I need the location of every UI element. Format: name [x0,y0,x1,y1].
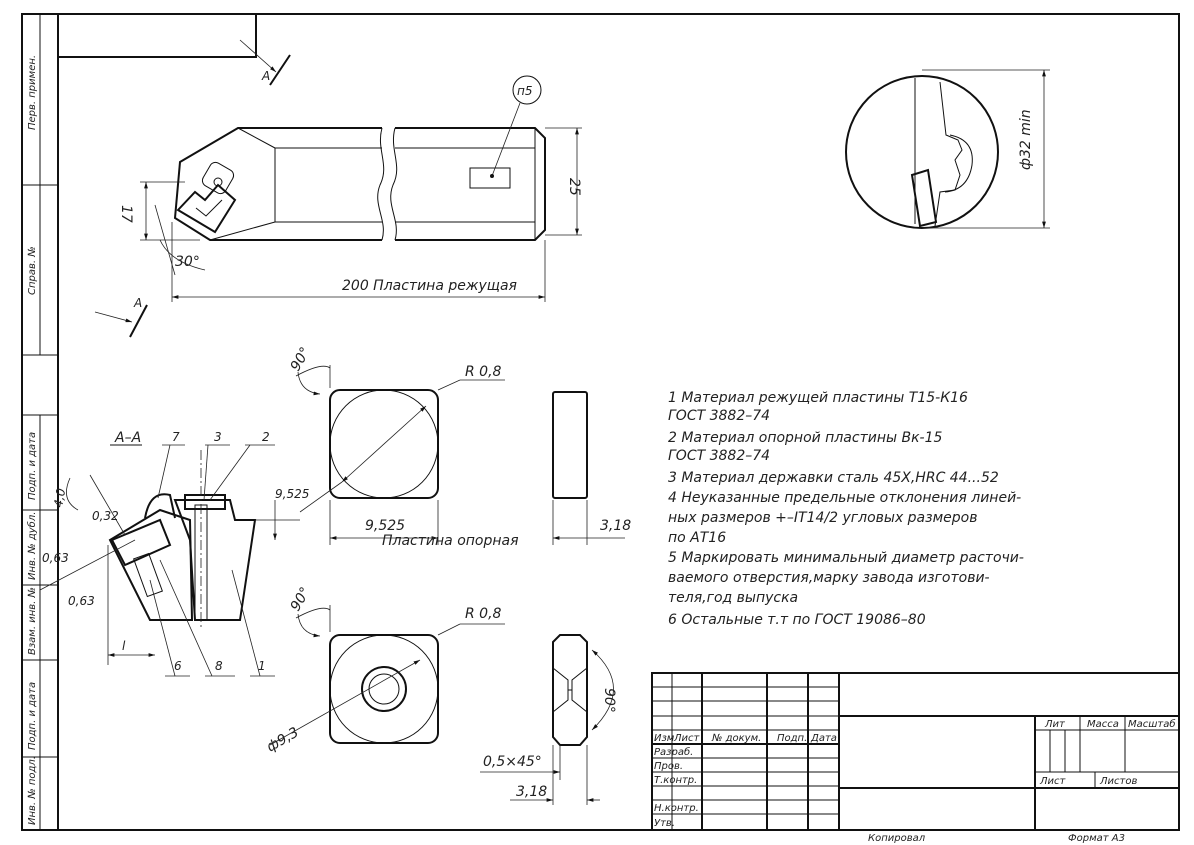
svg-text:Пластина опорная: Пластина опорная [382,533,519,549]
svg-text:2: 2 [262,430,270,444]
svg-text:Листов: Листов [1099,776,1137,787]
svg-text:6 Остальные т.т по ГОСТ 19086: 6 Остальные т.т по ГОСТ 19086–80 [668,612,926,628]
svg-text:№ докум.: № докум. [711,733,761,744]
section-view: А–А 4,0 0,32 0,63 0,63 l 9,525 7 3 2 [39,430,309,677]
svg-text:Т.контр.: Т.контр. [654,775,697,786]
side-label: Справ. № [27,246,38,295]
svg-text:Разраб.: Разраб. [654,746,693,758]
svg-text:90°: 90° [601,688,617,713]
svg-text:3: 3 [214,430,222,444]
svg-text:ГОСТ 3882–74: ГОСТ 3882–74 [668,448,770,464]
support-plate: 90° R 0,8 ф9,3 [264,584,505,755]
svg-text:по АТ16: по АТ16 [668,530,726,546]
svg-text:ГОСТ 3882–74: ГОСТ 3882–74 [668,408,770,424]
svg-text:25: 25 [566,178,582,196]
svg-text:9,525: 9,525 [275,487,309,501]
svg-text:90°: 90° [288,584,314,614]
svg-text:Лит: Лит [1044,719,1066,730]
technical-notes: 1 Материал режущей пластины Т15-К16 ГОСТ… [668,390,1024,628]
svg-text:4 Неуказанные предельные откл: 4 Неуказанные предельные отклонения лине… [668,490,1021,506]
section-arrow-top: А [239,39,291,86]
svg-text:Лист: Лист [1039,776,1067,787]
svg-text:3 Материал державки сталь 45Х: 3 Материал державки сталь 45Х,HRC 44...5… [668,470,999,486]
svg-text:п5: п5 [517,84,532,98]
insert-side: 3,18 [552,391,631,545]
svg-text:0,63: 0,63 [68,594,95,608]
svg-text:17: 17 [118,205,134,223]
svg-text:0,63: 0,63 [42,551,69,565]
support-plate-side: 90° 0,5×45° 3,18 [480,634,617,805]
svg-text:А–А: А–А [114,430,141,446]
side-strip: Перв. примен. Справ. № Подп. и дата Инв.… [22,14,58,830]
side-label: Взам. инв. № [27,587,38,655]
section-arrow-bottom: А [94,296,148,338]
svg-text:3,18: 3,18 [516,784,547,800]
svg-text:5 Маркировать минимальный диа: 5 Маркировать минимальный диаметр расточ… [668,550,1024,566]
side-label: Инв. № дубл. [26,512,38,580]
svg-text:l: l [122,639,126,653]
svg-text:3,18: 3,18 [600,518,631,534]
svg-text:теля,год выпуска: теля,год выпуска [668,590,798,606]
svg-text:7: 7 [172,430,180,444]
holder-view: п5 25 17 30° 200 Пластина режущая [118,75,582,302]
svg-text:ваемого отверстия,марку завода: ваемого отверстия,марку завода изготови- [668,570,990,586]
svg-text:9,525: 9,525 [365,518,405,534]
svg-text:Лист: Лист [673,733,701,744]
svg-text:ных размеров +–IT14/2 угловых: ных размеров +–IT14/2 угловых размеров [668,510,977,526]
svg-text:R 0,8: R 0,8 [465,606,502,622]
bore-view: ф32 min [845,69,1050,229]
svg-text:Масштаб: Масштаб [1128,718,1176,730]
svg-text:8: 8 [215,659,223,673]
sheet-frame [21,13,1180,831]
svg-text:ф32 min: ф32 min [1018,109,1034,170]
svg-text:1: 1 [258,659,266,673]
svg-text:Масса: Масса [1087,719,1119,730]
svg-text:Подп.: Подп. [777,733,807,744]
svg-text:0,32: 0,32 [92,509,119,523]
svg-text:1 Материал режущей пластины Т: 1 Материал режущей пластины Т15-К16 [668,390,968,406]
svg-text:30°: 30° [175,254,200,270]
side-label: Подп. и дата [27,682,38,750]
svg-text:4,0: 4,0 [51,487,68,509]
svg-text:6: 6 [174,659,182,673]
svg-text:0,5×45°: 0,5×45° [483,754,542,770]
svg-text:Н.контр.: Н.контр. [654,803,699,814]
svg-text:200 Пластина режущая: 200 Пластина режущая [342,278,517,294]
svg-text:R 0,8: R 0,8 [465,364,502,380]
svg-text:Пров.: Пров. [654,761,683,772]
copied-label: Копировал [868,833,926,844]
svg-text:Дата: Дата [810,733,837,744]
side-label: Инв. № подл. [27,756,38,825]
side-label: Перв. примен. [27,55,38,130]
svg-text:Изм: Изм [654,733,675,744]
svg-text:Утв.: Утв. [654,818,675,829]
format-label: Формат А3 [1068,833,1125,844]
svg-text:2 Материал опорной пластины В: 2 Материал опорной пластины Вк-15 [668,430,942,446]
side-label: Подп. и дата [27,432,38,500]
title-block: Лит Масса Масштаб Лист Листов Изм Лист №… [651,672,1180,831]
svg-text:А: А [261,69,270,83]
position-tag [512,75,542,105]
svg-text:А: А [133,296,142,310]
svg-text:ф9,3: ф9,3 [264,724,302,755]
cutting-insert: 90° R 0,8 9,525 Пластина опорная [288,344,519,549]
